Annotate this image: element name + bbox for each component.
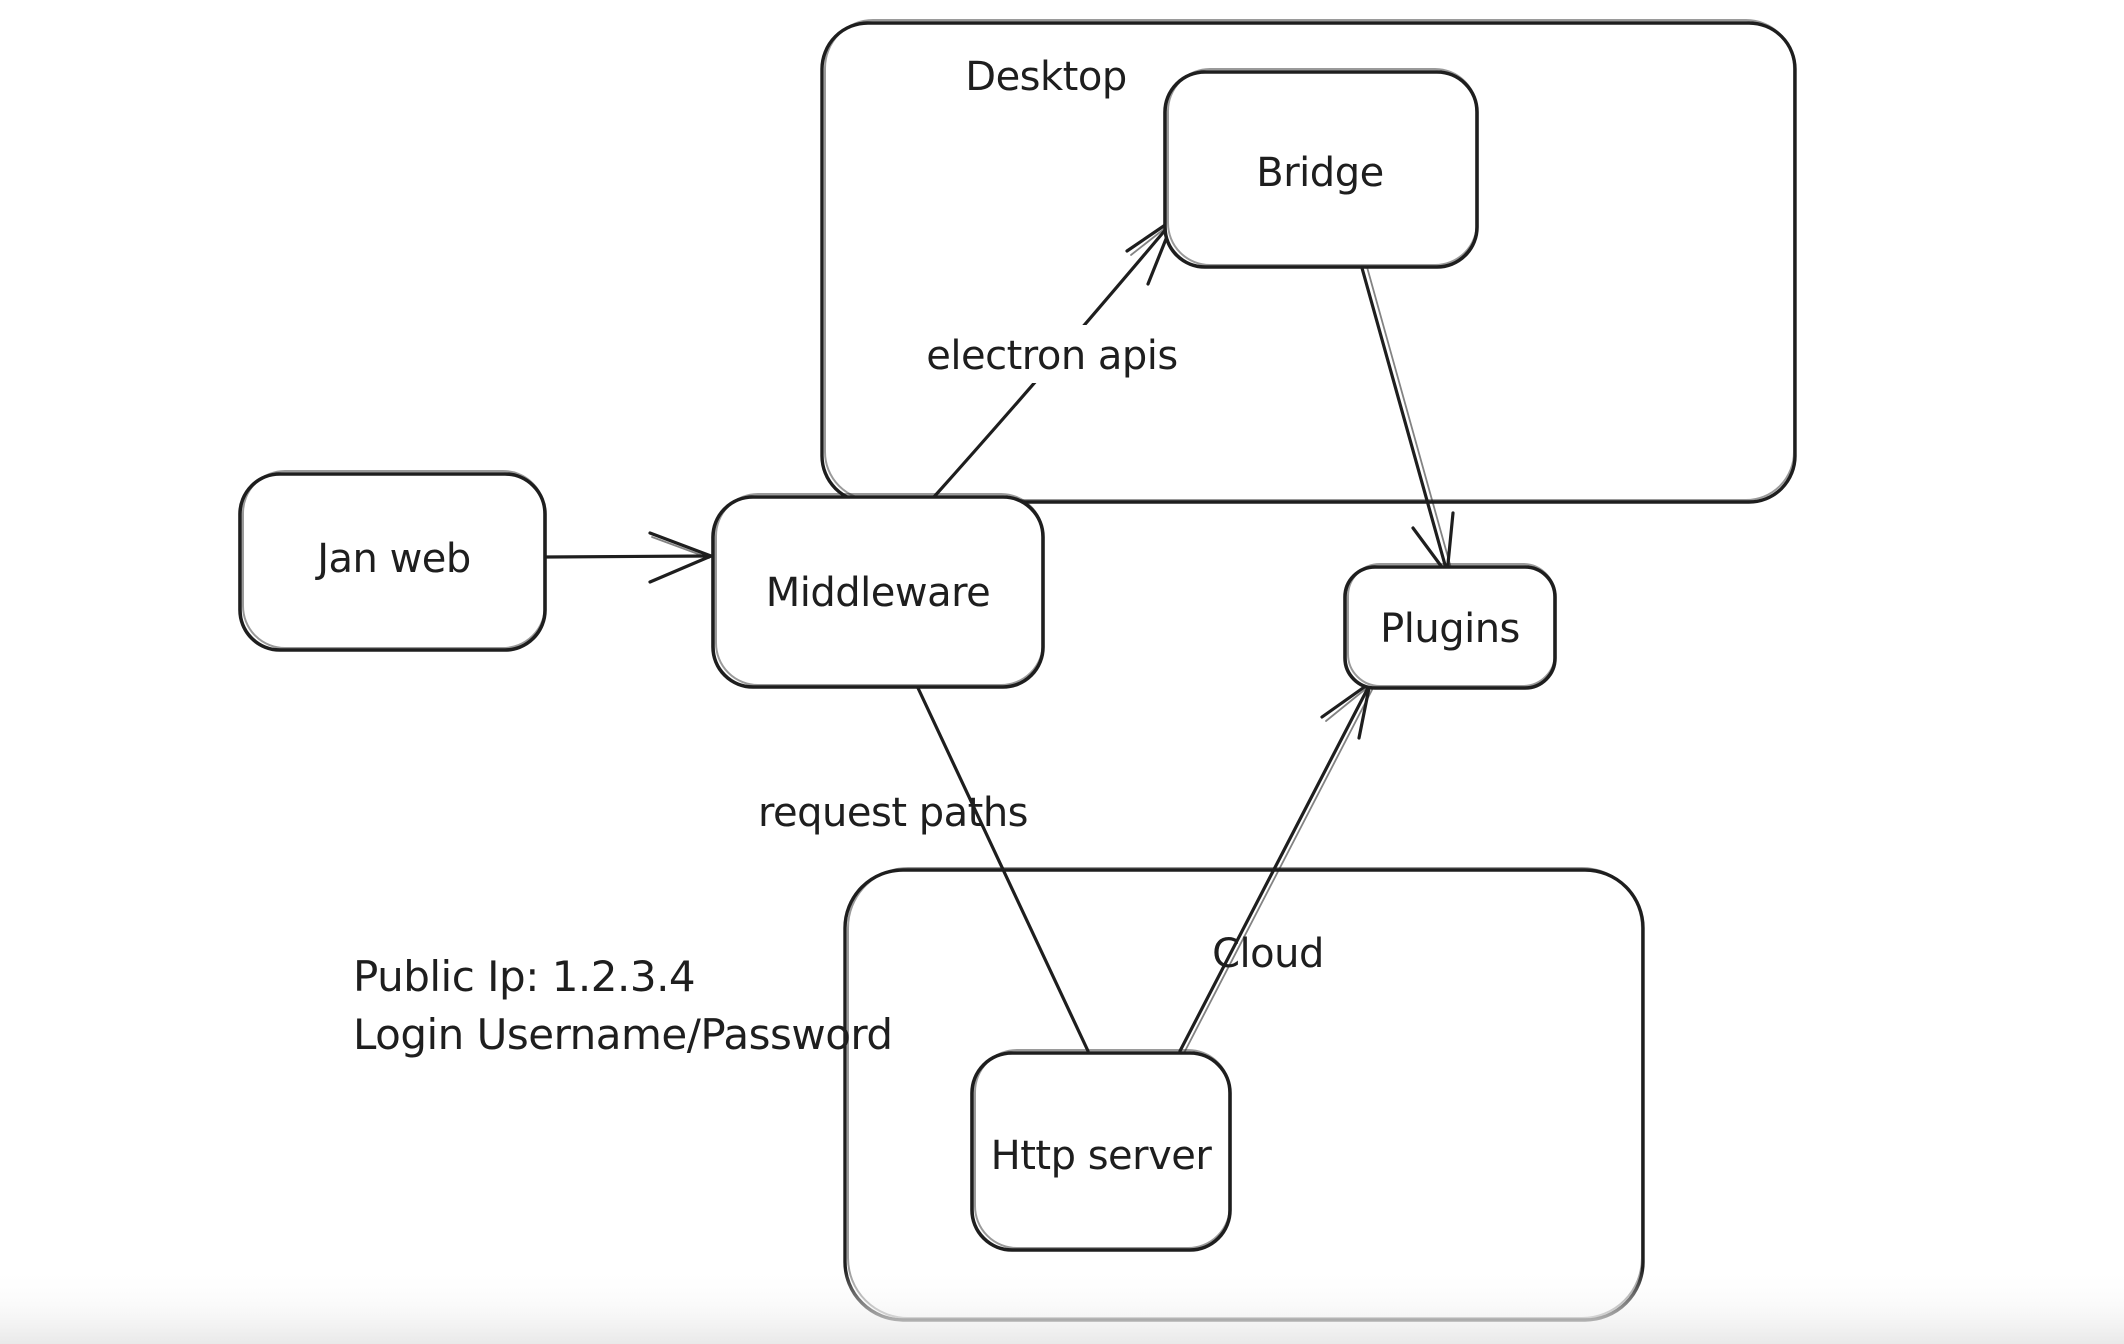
edge-janweb-middleware-arrowhead-upper xyxy=(648,531,713,558)
edge-bridge-plugins-sketchline xyxy=(1366,266,1452,569)
edge-bridge-plugins-shaft xyxy=(1360,266,1449,574)
edge-middleware-to-httpserver[interactable] xyxy=(916,686,1090,1053)
node-http-server-sketchline xyxy=(974,1049,1231,1249)
edge-httpserver-plugins-arrowhead-sketchline xyxy=(1325,686,1369,722)
edge-label-request-paths-text: request paths xyxy=(758,790,1028,836)
edge-janweb-middleware-shaft xyxy=(545,554,710,559)
node-middleware[interactable]: Middleware xyxy=(711,493,1045,689)
credentials-note[interactable]: Public Ip: 1.2.3.4 Login Username/Passwo… xyxy=(353,952,893,1059)
edge-httpserver-plugins-arrowhead-left xyxy=(1320,681,1372,719)
edge-janweb-to-middleware[interactable] xyxy=(545,531,713,584)
node-plugins-sketchline xyxy=(1347,563,1556,687)
credentials-note-login: Login Username/Password xyxy=(353,1010,893,1059)
bottom-fade-strip xyxy=(0,1268,2124,1344)
node-http-server-label: Http server xyxy=(991,1133,1213,1179)
edge-label-electron-apis[interactable]: electron apis xyxy=(916,325,1188,383)
node-bridge[interactable]: Bridge xyxy=(1163,68,1479,269)
node-bridge-label: Bridge xyxy=(1256,150,1383,196)
edge-httpserver-to-plugins[interactable] xyxy=(1178,681,1374,1054)
node-plugins-box[interactable] xyxy=(1343,565,1557,690)
desktop-container-box[interactable] xyxy=(820,21,1797,504)
edge-httpserver-plugins-arrowhead-right xyxy=(1357,681,1372,740)
node-http-server[interactable]: Http server xyxy=(970,1049,1232,1252)
node-jan-web-label: Jan web xyxy=(314,536,471,582)
node-jan-web[interactable]: Jan web xyxy=(238,470,547,652)
node-jan-web-sketchline xyxy=(242,470,546,649)
edge-bridge-to-plugins[interactable] xyxy=(1360,266,1455,576)
node-bridge-box[interactable] xyxy=(1163,70,1479,269)
node-plugins-label: Plugins xyxy=(1380,606,1520,652)
desktop-container[interactable]: Desktop xyxy=(820,19,1797,504)
edge-janweb-middleware-sketchline xyxy=(651,536,710,559)
edge-janweb-middleware-arrowhead-lower xyxy=(648,554,713,584)
node-bridge-sketchline xyxy=(1167,68,1478,266)
node-middleware-box[interactable] xyxy=(711,495,1045,689)
edge-httpserver-plugins-sketchline xyxy=(1183,687,1374,1054)
edge-label-electron-apis-text: electron apis xyxy=(926,333,1177,379)
node-middleware-label: Middleware xyxy=(766,570,991,616)
desktop-container-box-sketchline xyxy=(824,19,1795,501)
node-http-server-box[interactable] xyxy=(970,1051,1232,1252)
desktop-container-label: Desktop xyxy=(965,54,1126,100)
edge-httpserver-plugins-shaft xyxy=(1178,682,1372,1053)
node-plugins[interactable]: Plugins xyxy=(1343,563,1557,690)
edge-middleware-httpserver-shaft xyxy=(916,686,1090,1053)
edge-label-request-paths[interactable]: request paths xyxy=(758,790,1029,836)
node-middleware-sketchline xyxy=(715,493,1044,686)
edge-bridge-plugins-arrowhead-right xyxy=(1445,511,1455,576)
edge-label-electron-apis-bg xyxy=(916,325,1188,383)
node-jan-web-box[interactable] xyxy=(238,472,547,652)
credentials-note-public-ip: Public Ip: 1.2.3.4 xyxy=(353,952,695,1001)
